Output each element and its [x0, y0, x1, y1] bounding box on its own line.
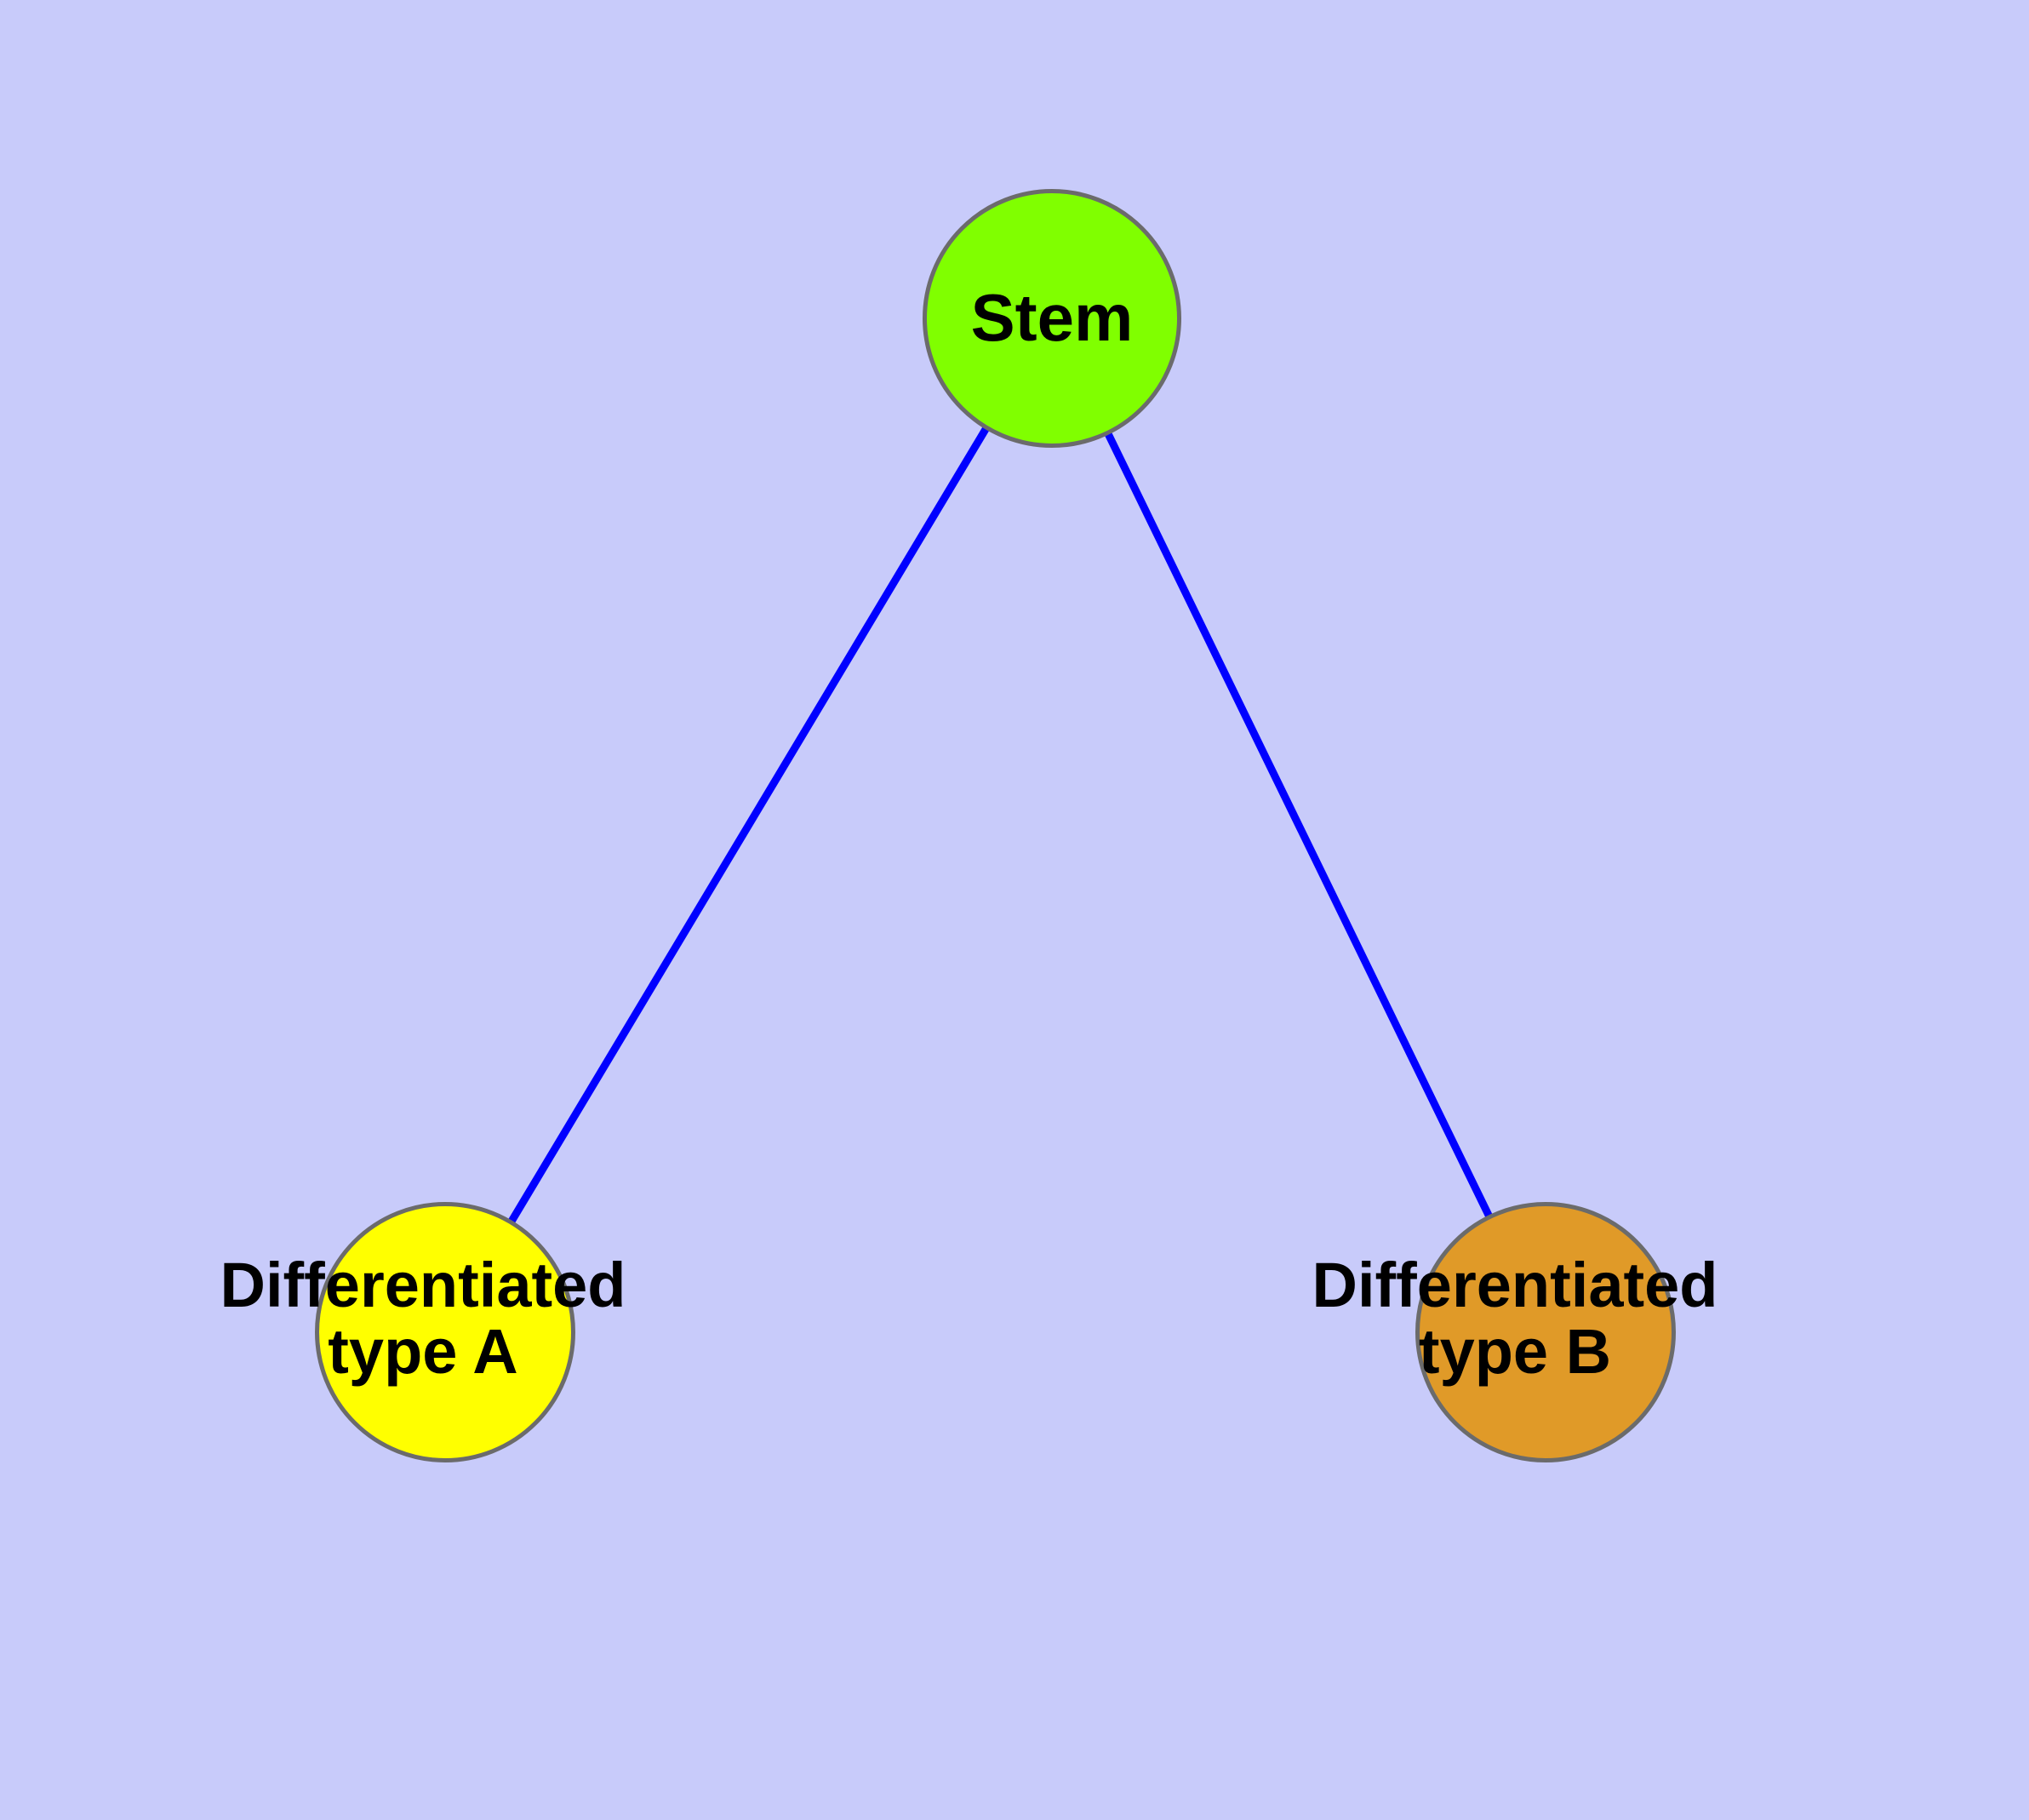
edge-stem-to-differentiated-type-b [1048, 317, 1550, 1334]
node-stem[interactable] [923, 189, 1181, 448]
node-layer [315, 189, 1676, 1462]
node-differentiated-type-b[interactable] [1415, 1202, 1676, 1462]
edge-stem-to-differentiated-type-a [442, 316, 1055, 1335]
edge-layer [442, 316, 1550, 1335]
node-differentiated-type-a[interactable] [315, 1202, 575, 1462]
